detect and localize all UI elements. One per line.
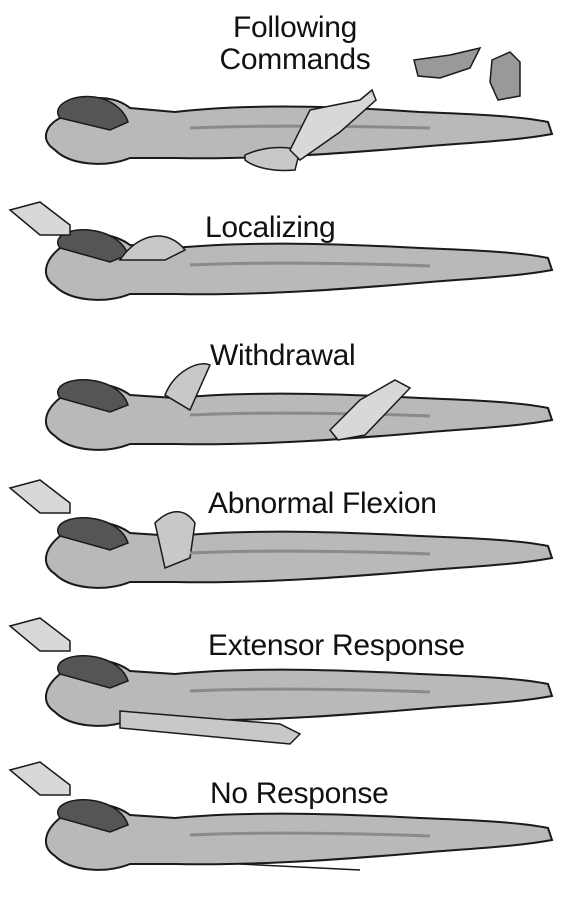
panel-localizing: Localizing: [0, 190, 577, 338]
panel-withdrawal: Withdrawal: [0, 340, 577, 488]
panel-extensor-response: Extensor Response: [0, 616, 577, 764]
label-following-commands: Following Commands: [200, 12, 390, 76]
label-localizing: Localizing: [205, 212, 335, 244]
label-extensor-response: Extensor Response: [208, 630, 465, 662]
label-line: No Response: [210, 778, 388, 810]
label-no-response: No Response: [210, 778, 388, 810]
label-line: Localizing: [205, 212, 335, 244]
label-line: Withdrawal: [210, 340, 355, 372]
label-line: Abnormal Flexion: [208, 488, 437, 520]
label-line: Commands: [200, 44, 390, 76]
label-withdrawal: Withdrawal: [210, 340, 355, 372]
panel-following-commands: Following Commands: [0, 0, 577, 148]
panel-abnormal-flexion: Abnormal Flexion: [0, 478, 577, 626]
panel-no-response: No Response: [0, 760, 577, 908]
label-line: Following: [200, 12, 390, 44]
label-line: Extensor Response: [208, 630, 465, 662]
label-abnormal-flexion: Abnormal Flexion: [208, 488, 437, 520]
